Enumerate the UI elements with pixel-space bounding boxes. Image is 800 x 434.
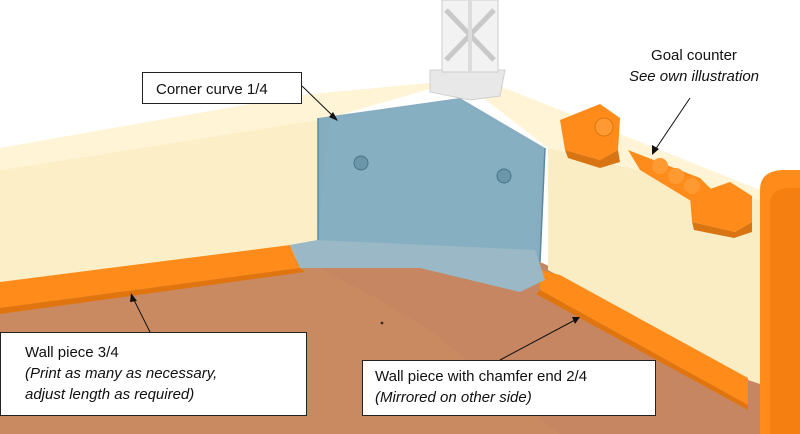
left-wall-base-bottom xyxy=(0,268,305,314)
right-wall-base xyxy=(540,270,748,405)
counter-clip-bottom-shade xyxy=(692,222,752,238)
right-frame-inner xyxy=(770,188,800,434)
callout-wall-piece-2-4: Wall piece with chamfer end 2/4 (Mirrore… xyxy=(362,360,656,416)
callout-corner-curve-title: Corner curve 1/4 xyxy=(156,81,268,98)
corner-curve-edge-right xyxy=(539,147,546,263)
counter-clip-top-shade xyxy=(565,150,620,168)
corner-curve-face xyxy=(318,100,540,250)
callout-wall-piece-3-4: Wall piece 3/4 (Print as many as necessa… xyxy=(0,332,307,416)
callout-goal-counter-note: See own illustration xyxy=(628,68,760,85)
left-wall-base xyxy=(0,245,300,308)
leader-corner xyxy=(301,85,336,119)
floor-dot xyxy=(380,321,384,325)
callout-wall-piece-2-4-title: Wall piece with chamfer end 2/4 xyxy=(375,368,588,385)
callout-wall-piece-3-4-note-1: (Print as many as necessary, xyxy=(25,365,218,382)
leader-corner-arrow xyxy=(329,112,338,121)
floor-shade xyxy=(300,258,800,434)
callout-wall-piece-3-4-title: Wall piece 3/4 xyxy=(25,344,119,361)
screw-hole-right xyxy=(496,168,512,184)
callout-corner-curve: Corner curve 1/4 xyxy=(142,72,302,104)
left-wall-top xyxy=(0,80,460,170)
counter-bead-3 xyxy=(684,178,700,194)
leader-goal xyxy=(654,97,691,151)
leader-wall24-arrow xyxy=(572,317,580,324)
right-wall-base-edge xyxy=(536,290,748,410)
callout-goal-counter: Goal counter See own illustration xyxy=(606,40,782,98)
callout-wall-piece-2-4-note: (Mirrored on other side) xyxy=(375,389,532,406)
left-wall-front xyxy=(0,118,330,282)
leader-wall34 xyxy=(132,297,151,333)
counter-knob xyxy=(594,117,614,137)
leader-wall24 xyxy=(499,319,576,361)
callout-goal-counter-title: Goal counter xyxy=(651,47,737,64)
screw-hole-left xyxy=(353,155,369,171)
leader-wall34-arrow xyxy=(130,293,137,302)
counter-clip-bottom xyxy=(690,182,752,232)
counter-bead-1 xyxy=(652,158,668,174)
callout-wall-piece-3-4-note-2: adjust length as required) xyxy=(25,386,195,403)
counter-bead-2 xyxy=(668,168,684,184)
leader-goal-arrow xyxy=(652,145,659,155)
post-base xyxy=(429,69,506,101)
corner-curve-lower xyxy=(290,240,545,292)
